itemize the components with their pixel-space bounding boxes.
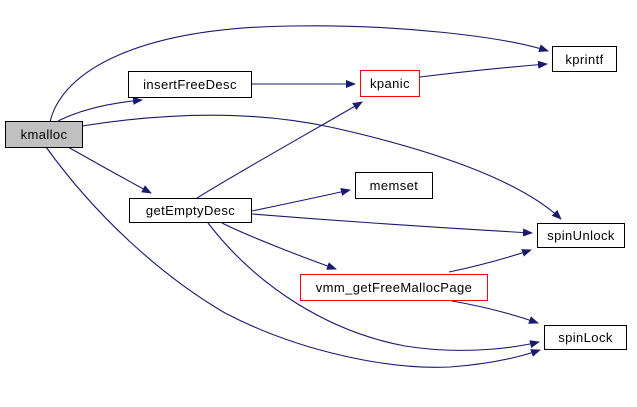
node-kpanic[interactable]: kpanic bbox=[360, 70, 420, 97]
node-insertFreeDesc[interactable]: insertFreeDesc bbox=[128, 71, 252, 98]
edge-group bbox=[45, 25, 562, 368]
edge-getEmptyDesc-to-memset bbox=[251, 188, 351, 212]
node-kmalloc: kmalloc bbox=[5, 121, 83, 148]
edge-kpanic-to-kprintf bbox=[419, 60, 548, 78]
node-spinLock[interactable]: spinLock bbox=[544, 325, 627, 350]
edge-kmalloc-to-spinLock bbox=[45, 146, 541, 368]
edge-getEmptyDesc-to-spinUnlock bbox=[251, 213, 533, 237]
node-getEmptyDesc[interactable]: getEmptyDesc bbox=[129, 198, 252, 223]
node-vmm_getFreeMallocPage[interactable]: vmm_getFreeMallocPage bbox=[300, 274, 488, 301]
edge-kmalloc-to-getEmptyDesc bbox=[67, 146, 152, 194]
node-kprintf[interactable]: kprintf bbox=[552, 46, 617, 72]
node-memset[interactable]: memset bbox=[355, 172, 433, 199]
edge-getEmptyDesc-to-vmm_getFreeMallocPage bbox=[221, 222, 337, 270]
edge-kmalloc-to-kprintf bbox=[49, 25, 549, 123]
node-spinUnlock[interactable]: spinUnlock bbox=[537, 223, 625, 248]
edge-kmalloc-to-insertFreeDesc bbox=[57, 96, 143, 122]
edge-kmalloc-to-spinUnlock bbox=[81, 114, 562, 220]
edge-vmm_getFreeMallocPage-to-spinUnlock bbox=[448, 249, 532, 273]
edge-vmm_getFreeMallocPage-to-spinLock bbox=[451, 300, 539, 324]
edge-getEmptyDesc-to-spinLock bbox=[207, 222, 540, 351]
edge-getEmptyDesc-to-kpanic bbox=[196, 101, 363, 199]
